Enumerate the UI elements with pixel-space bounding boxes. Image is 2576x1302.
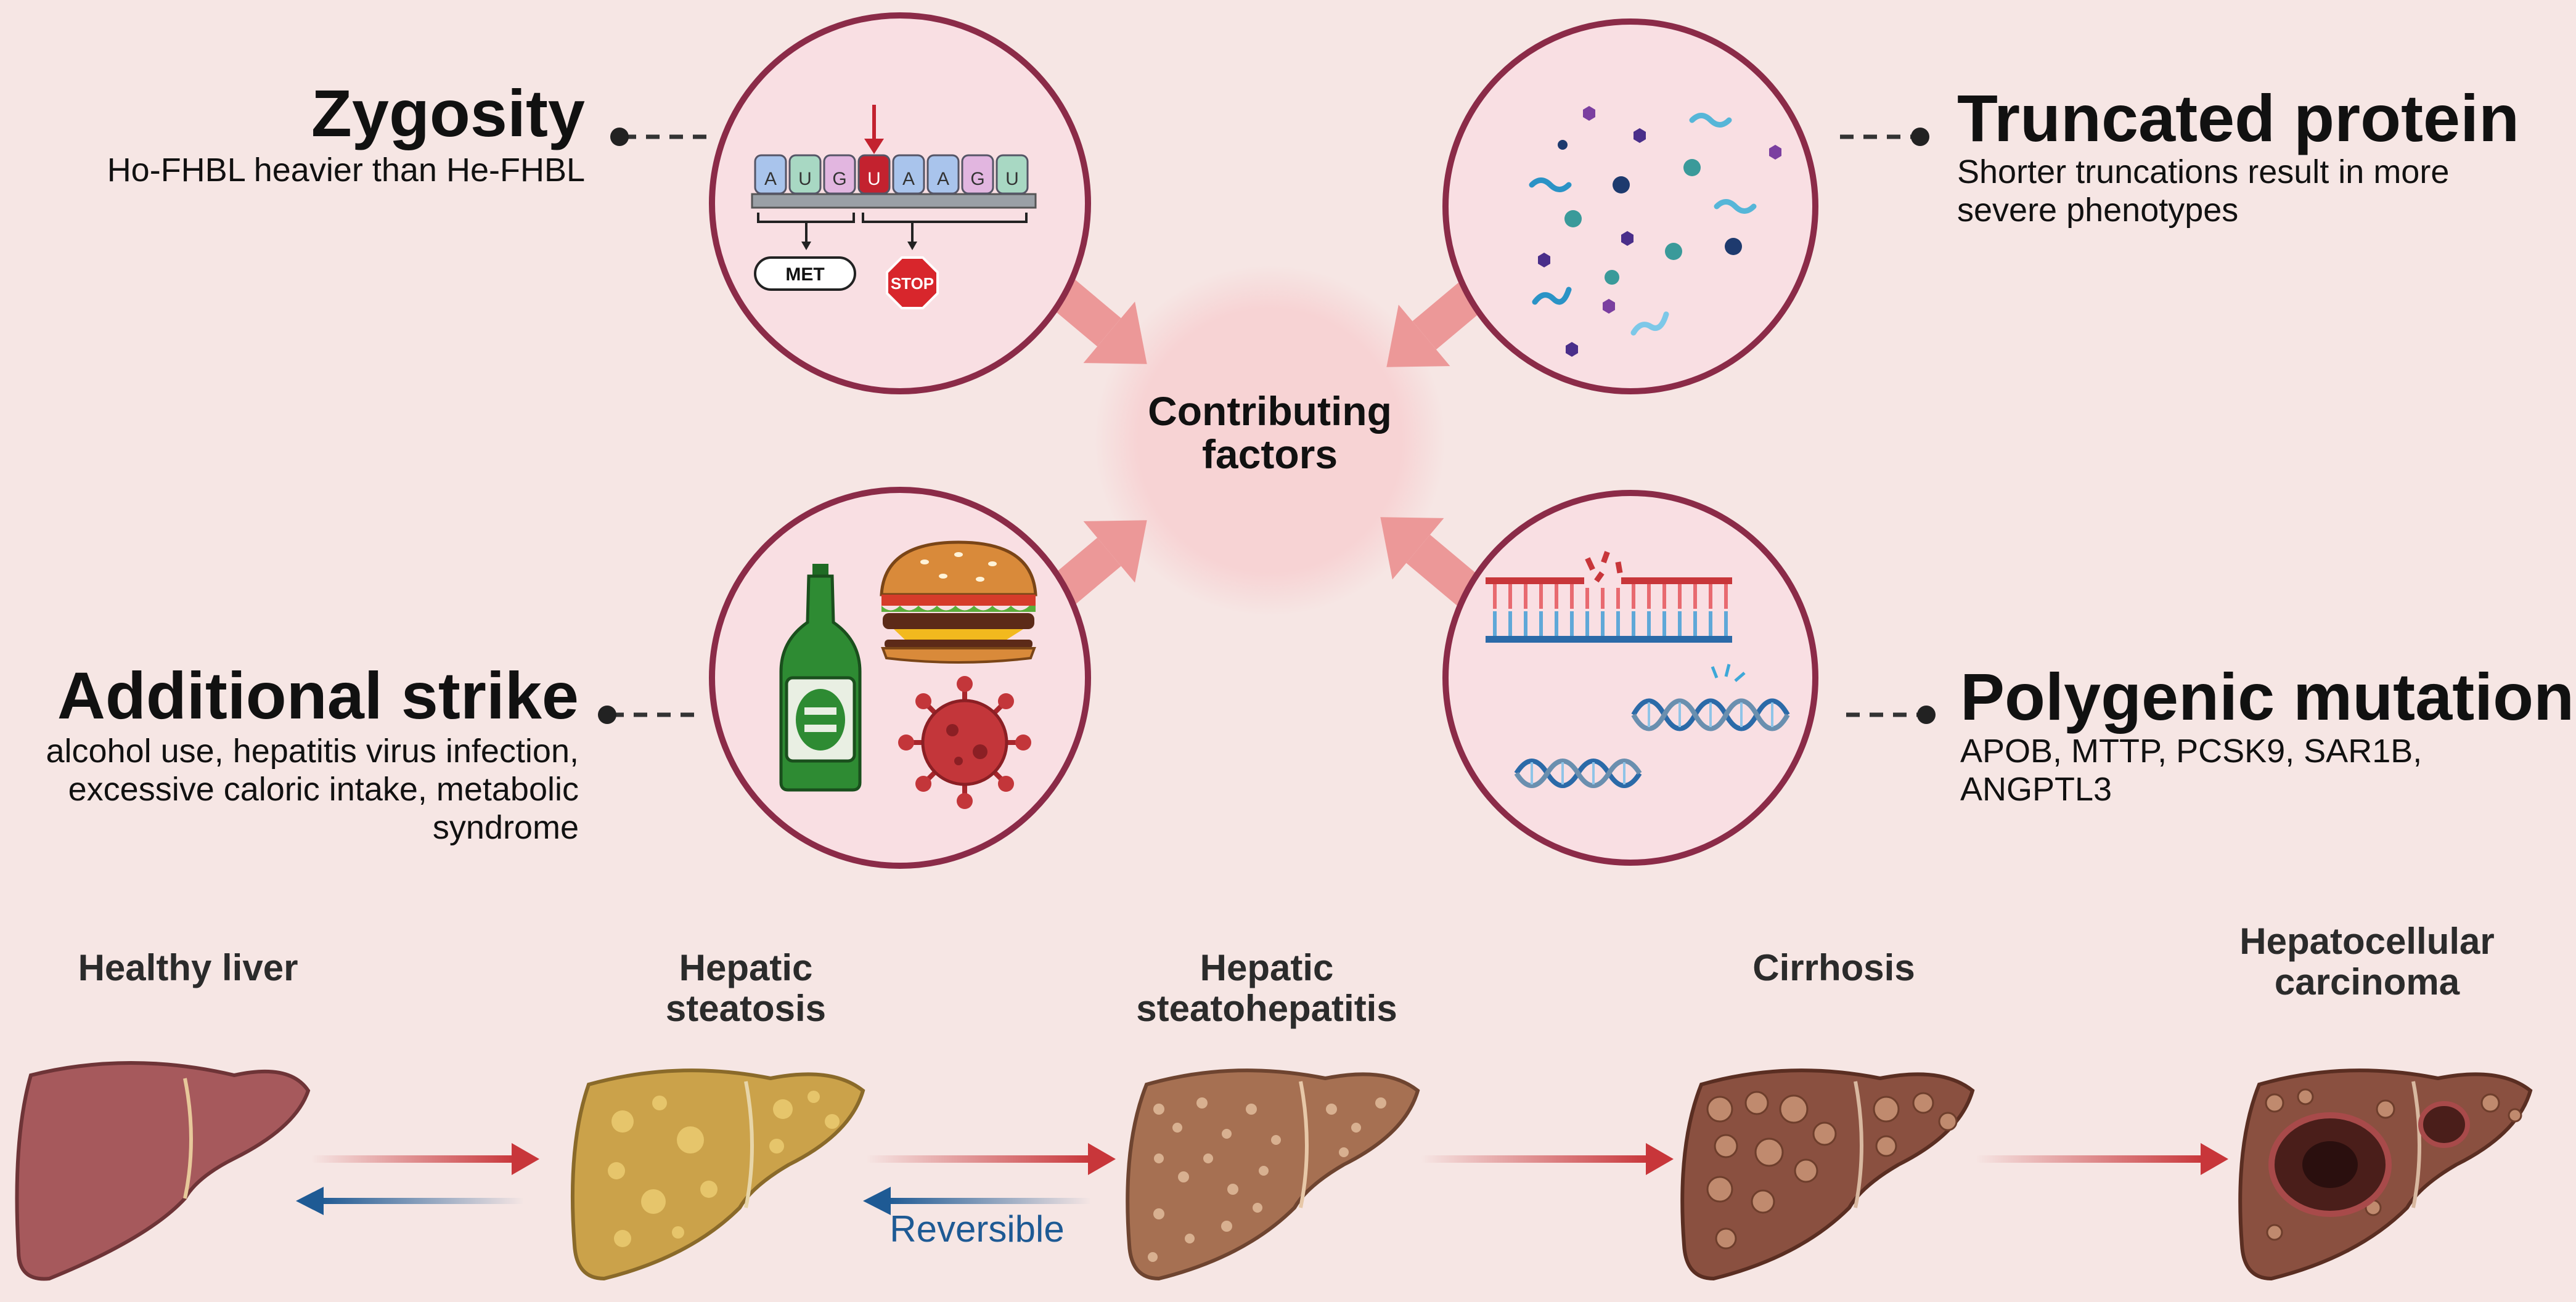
svg-text:U: U	[1005, 169, 1019, 189]
liver-healthy-icon	[15, 1061, 311, 1281]
circle-additional	[709, 487, 1091, 869]
center-title-line1: Contributing	[1148, 388, 1392, 434]
arrow-steatosis-to-healthy	[296, 1187, 524, 1215]
stage-label-cirrhosis: Cirrhosis	[1618, 948, 2050, 988]
base-tile: A	[892, 154, 925, 195]
stop-label: STOP	[891, 274, 934, 293]
arrow-healthy-to-steatosis	[311, 1143, 539, 1175]
base-tile-mutated: U	[857, 154, 891, 195]
circle-truncated	[1442, 18, 1818, 394]
circle-zygosity: A U G U A A G U MET STOP	[709, 12, 1091, 394]
factor-title-polygenic: Polygenic mutation	[1960, 659, 2575, 734]
svg-text:A: A	[902, 169, 915, 189]
stage-label-line1: Hepatocellular	[2239, 921, 2495, 962]
beer-bottle-icon	[779, 564, 862, 792]
stage-label-steatohepatitis: Hepatic steatohepatitis	[1051, 948, 1482, 1029]
factor-desc-truncated: Shorter truncations result in more sever…	[1957, 153, 2450, 229]
svg-text:A: A	[764, 169, 777, 189]
center-title-line2: factors	[1202, 431, 1338, 477]
stage-label-line1: Hepatic	[679, 947, 813, 988]
base-tile: U	[996, 154, 1029, 195]
met-pill	[754, 256, 856, 291]
progression-arrows	[296, 1143, 2228, 1215]
stage-label-line2: carcinoma	[2274, 961, 2460, 1003]
factor-desc-additional: alcohol use, hepatitis virus infection, …	[46, 733, 579, 846]
stage-label-hcc: Hepatocellular carcinoma	[2151, 921, 2576, 1003]
arrow-head-icon	[801, 242, 811, 250]
factor-title-additional: Additional strike	[57, 658, 579, 733]
base-tile: G	[823, 154, 856, 195]
factor-desc-polygenic: APOB, MTTP, PCSK9, SAR1B, ANGPTL3	[1960, 733, 2423, 808]
virus-icon	[898, 676, 1031, 809]
burger-icon	[880, 540, 1037, 664]
mrna-strand	[751, 193, 1037, 209]
factor-desc-zygosity: Ho-FHBL heavier than He-FHBL	[107, 152, 585, 189]
svg-text:U: U	[798, 169, 812, 189]
svg-text:A: A	[937, 169, 949, 189]
base-tile: A	[754, 154, 787, 195]
stage-label-line1: Cirrhosis	[1752, 947, 1915, 988]
base-tile: G	[961, 154, 994, 195]
liver-cirrhosis-icon	[1680, 1068, 1975, 1281]
connectors	[598, 128, 1936, 724]
svg-text:G: G	[970, 169, 984, 189]
stage-label-line2: steatosis	[665, 988, 827, 1029]
liver-steatohepatitis-icon	[1126, 1068, 1420, 1281]
mrna-bases: A U G U A A G U	[754, 154, 1029, 195]
arrow-head-icon	[907, 242, 917, 250]
center-hub	[1094, 265, 1445, 616]
codon-brackets	[757, 213, 1028, 243]
tumor-icon	[2418, 1101, 2470, 1148]
mutation-arrow-icon	[864, 105, 884, 154]
arrow-steatohepatitis-to-cirrhosis	[1421, 1143, 1674, 1175]
dna-helix-icon	[1514, 664, 1790, 788]
factor-title-zygosity: Zygosity	[311, 76, 585, 150]
base-tile: A	[926, 154, 960, 195]
met-label: MET	[785, 264, 824, 285]
stage-label-line1: Hepatic	[1200, 947, 1334, 988]
stage-label-line1: Healthy liver	[78, 947, 298, 988]
stage-label-steatosis: Hepatic steatosis	[530, 948, 962, 1029]
liver-steatosis-icon	[570, 1068, 865, 1281]
arrow-cirrhosis-to-hcc	[1976, 1143, 2228, 1175]
gene-ladder-icon	[1486, 551, 1732, 643]
liver-hcc-icon	[2238, 1068, 2533, 1281]
protein-fragments	[1529, 113, 1757, 336]
factor-title-truncated: Truncated protein	[1957, 81, 2520, 155]
stage-label-line2: steatohepatitis	[1136, 988, 1397, 1029]
svg-text:U: U	[867, 169, 881, 189]
base-tile: U	[788, 154, 822, 195]
circle-polygenic	[1442, 490, 1818, 866]
stop-sign-icon	[886, 256, 939, 309]
arrow-steatosis-to-steatohepatitis	[866, 1143, 1116, 1175]
reversible-label: Reversible	[889, 1208, 1064, 1250]
protein-dots	[1538, 106, 1781, 357]
arrow-reversible	[863, 1187, 1091, 1215]
stage-label-healthy: Healthy liver	[0, 948, 404, 988]
svg-text:G: G	[832, 169, 846, 189]
